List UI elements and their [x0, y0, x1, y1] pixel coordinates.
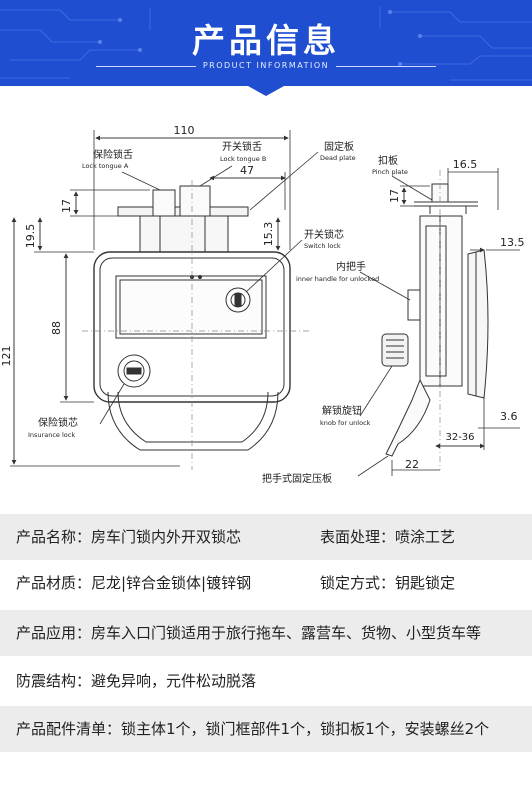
svg-text:32-36: 32-36 — [445, 432, 474, 443]
spec-row-name: 产品名称： 房车门锁内外开双锁芯 表面处理： 喷涂工艺 — [0, 514, 532, 560]
spec-row-shockproof: 防震结构： 避免异响，元件松动脱落 — [0, 658, 532, 704]
svg-text:Lock tongue A: Lock tongue A — [82, 162, 129, 170]
svg-text:3.6: 3.6 — [500, 410, 518, 423]
svg-text:保险锁舌: 保险锁舌 — [93, 148, 133, 161]
svg-text:把手式固定压板: 把手式固定压板 — [262, 472, 332, 485]
svg-text:内把手: 内把手 — [336, 260, 366, 273]
spec-value: 尼龙|锌合金锁体|镀锌钢 — [91, 574, 252, 592]
svg-text:Pinch plate: Pinch plate — [372, 168, 408, 176]
svg-text:16.5: 16.5 — [453, 158, 478, 171]
svg-text:19.5: 19.5 — [24, 224, 37, 249]
svg-text:17: 17 — [388, 189, 401, 203]
spec-label: 产品名称： — [16, 528, 92, 546]
divider-right — [336, 66, 436, 67]
svg-text:13.5: 13.5 — [500, 236, 525, 249]
svg-text:15.3: 15.3 — [262, 222, 275, 247]
header-notch — [248, 86, 284, 96]
svg-text:17: 17 — [60, 199, 73, 213]
svg-text:开关锁舌: 开关锁舌 — [222, 140, 262, 153]
header-banner: 产品信息 PRODUCT INFORMATION — [0, 0, 532, 86]
page-subtitle: PRODUCT INFORMATION — [202, 61, 330, 70]
spec-label: 锁定方式： — [320, 574, 396, 592]
svg-text:inner handle for unlocked: inner handle for unlocked — [296, 275, 379, 283]
svg-text:Dead plate: Dead plate — [320, 154, 356, 162]
spec-value: 喷涂工艺 — [395, 528, 456, 546]
spec-label: 产品应用： — [16, 624, 92, 642]
spec-label: 防震结构： — [16, 672, 92, 690]
svg-text:121: 121 — [0, 346, 13, 367]
svg-text:knob for unlock: knob for unlock — [320, 419, 371, 427]
front-view — [93, 185, 291, 451]
spec-row-material: 产品材质： 尼龙|锌合金锁体|镀锌钢 锁定方式： 钥匙锁定 — [0, 560, 532, 606]
spec-label: 产品材质： — [16, 574, 92, 592]
spec-value: 钥匙锁定 — [395, 574, 456, 592]
svg-text:Lock tongue B: Lock tongue B — [220, 155, 266, 163]
svg-text:扣板: 扣板 — [378, 154, 398, 167]
divider-left — [96, 66, 196, 67]
svg-text:Insurance lock: Insurance lock — [28, 431, 75, 439]
spec-label: 产品配件清单： — [16, 720, 122, 738]
spec-label: 表面处理： — [320, 528, 396, 546]
svg-text:88: 88 — [50, 321, 63, 335]
svg-text:固定板: 固定板 — [324, 140, 354, 153]
svg-text:保险锁芯: 保险锁芯 — [38, 416, 78, 429]
spec-row-application: 产品应用： 房车入口门锁适用于旅行拖车、露营车、货物、小型货车等 — [0, 610, 532, 656]
side-view — [381, 183, 489, 457]
spec-value: 避免异响，元件松动脱落 — [91, 672, 257, 690]
circuit-pattern — [0, 6, 532, 81]
spec-value: 房车入口门锁适用于旅行拖车、露营车、货物、小型货车等 — [91, 624, 482, 642]
svg-text:Switch lock: Switch lock — [304, 242, 341, 250]
spec-row-accessories: 产品配件清单： 锁主体1个，锁门框部件1个，锁扣板1个，安装螺丝2个 — [0, 706, 532, 752]
svg-text:110: 110 — [174, 124, 195, 137]
svg-text:解锁旋钮: 解锁旋钮 — [322, 404, 362, 417]
page-title: 产品信息 — [192, 21, 340, 60]
svg-text:开关锁芯: 开关锁芯 — [304, 228, 344, 241]
spec-value: 房车门锁内外开双锁芯 — [91, 528, 242, 546]
spec-value: 锁主体1个，锁门框部件1个，锁扣板1个，安装螺丝2个 — [121, 720, 490, 738]
svg-text:22: 22 — [405, 458, 419, 471]
technical-drawing: 110 47 17 19.5 15.3 88 121 保险锁舌 Lock ton… — [0, 124, 525, 485]
svg-text:47: 47 — [240, 164, 254, 177]
